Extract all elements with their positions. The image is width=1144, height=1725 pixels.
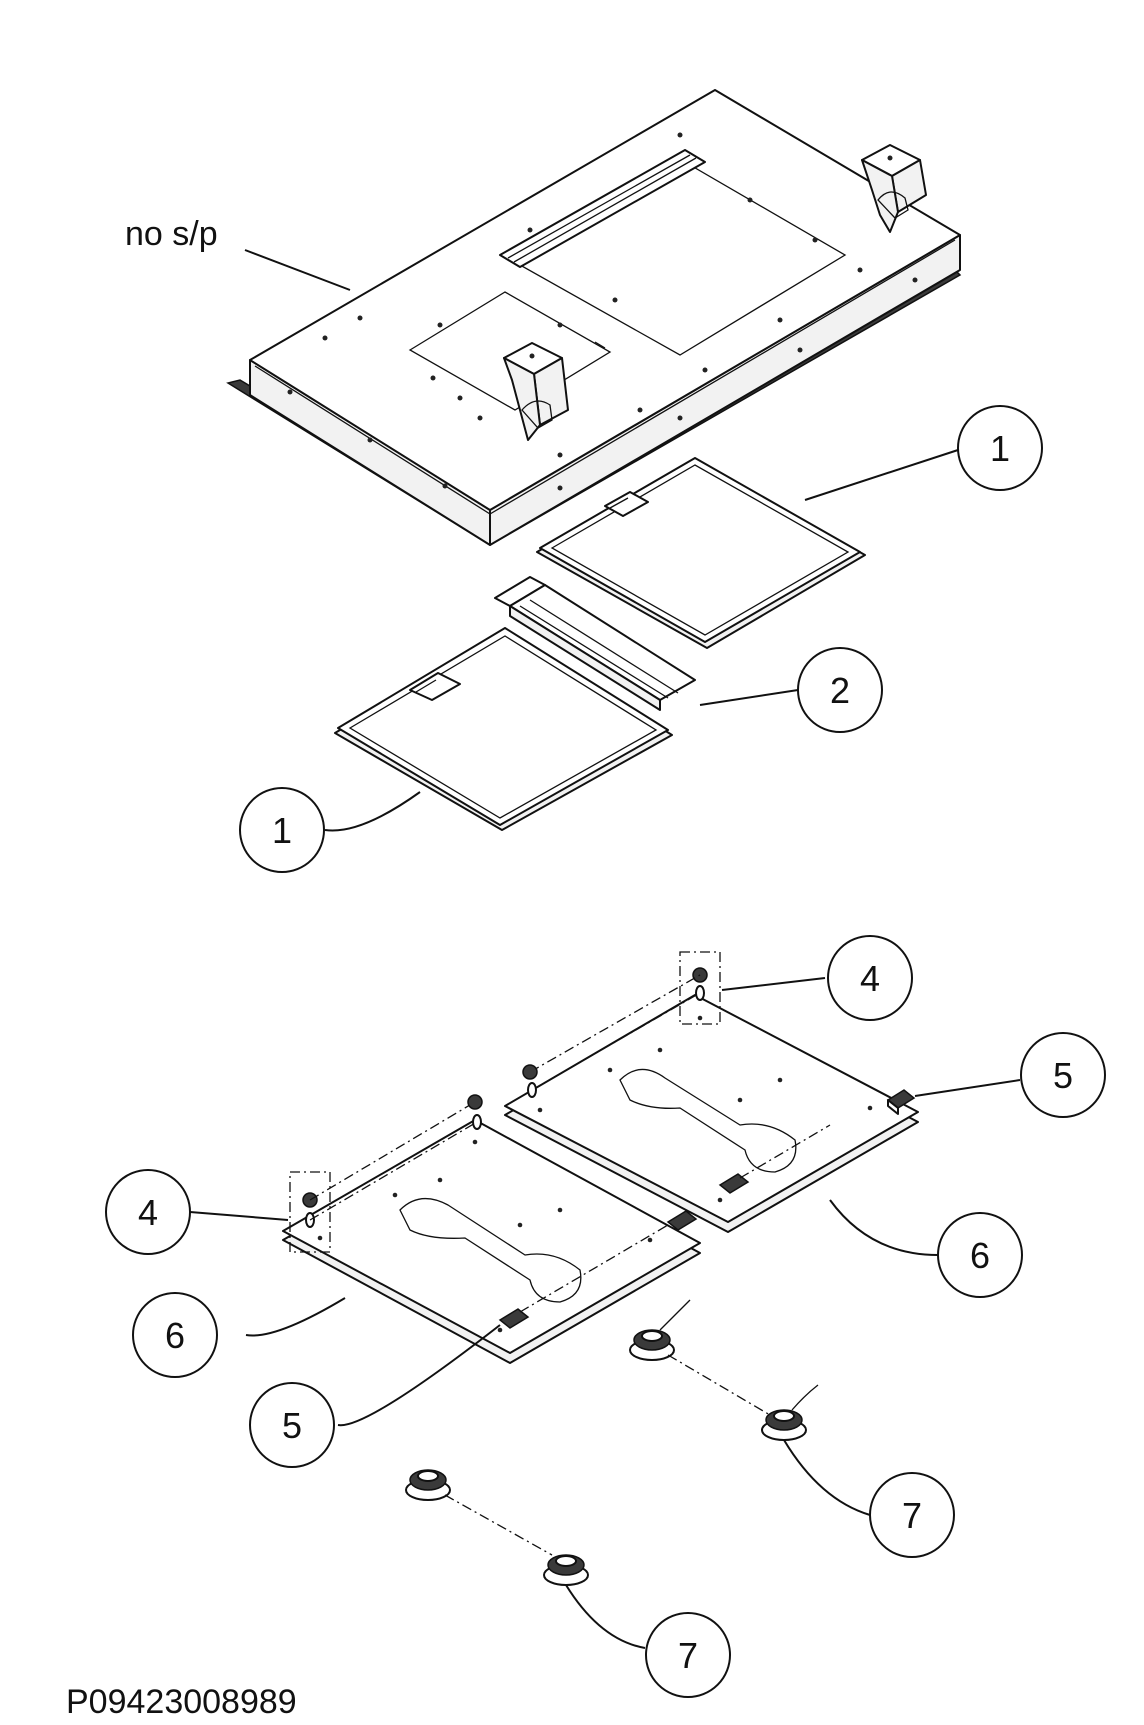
callout-filter-top: 1 <box>957 405 1043 491</box>
callout-lamp-left: 7 <box>645 1612 731 1698</box>
mounting-bracket-right <box>861 144 927 233</box>
leader-filter-bottom <box>324 791 421 832</box>
connector-left <box>498 1224 669 1329</box>
fixing-group-right <box>522 951 721 1098</box>
mounting-bracket-left <box>503 342 569 441</box>
callout-lamp-left-label: 7 <box>678 1635 698 1676</box>
lamp-right-dashline <box>667 1354 771 1416</box>
callout-fixing-right-label: 4 <box>860 958 880 999</box>
lamp-left-dashline <box>444 1494 553 1556</box>
lamp-left-upper <box>405 1469 451 1501</box>
leader-panel-left <box>245 1297 346 1337</box>
lamp-left-lower <box>543 1554 589 1586</box>
callout-connector-right-label: 5 <box>1053 1055 1073 1096</box>
leader-connector-right <box>914 1079 1021 1097</box>
callout-filter-bottom-label: 1 <box>272 810 292 851</box>
callout-connector-left-label: 5 <box>282 1405 302 1446</box>
leader-filter-top <box>804 449 959 501</box>
callout-panel-right: 6 <box>937 1212 1023 1298</box>
callout-filter-top-label: 1 <box>990 428 1010 469</box>
callout-fixing-left-label: 4 <box>138 1192 158 1233</box>
leader-panel-right <box>829 1199 939 1256</box>
lamp-right-upper <box>629 1299 691 1361</box>
no-sp-leader <box>244 249 351 291</box>
no-sp-label: no s/p <box>125 215 218 253</box>
callout-fixing-right: 4 <box>827 935 913 1021</box>
callout-filter-bottom: 1 <box>239 787 325 873</box>
lamp-right-lower <box>761 1384 819 1441</box>
leader-connector-left <box>337 1324 501 1427</box>
fixing-group-left <box>289 1094 483 1253</box>
callout-connector-right: 5 <box>1020 1032 1106 1118</box>
callout-channel: 2 <box>797 647 883 733</box>
callout-panel-left: 6 <box>132 1292 218 1378</box>
leader-fixing-right <box>721 977 826 991</box>
callout-panel-right-label: 6 <box>970 1235 990 1276</box>
callout-lamp-right: 7 <box>869 1472 955 1558</box>
callout-fixing-left: 4 <box>105 1169 191 1255</box>
connector-center <box>666 1210 698 1231</box>
callout-channel-label: 2 <box>830 670 850 711</box>
callout-connector-left: 5 <box>249 1382 335 1468</box>
hood-body <box>226 89 962 546</box>
part-code: P09423008989 <box>66 1683 297 1721</box>
leader-channel <box>699 689 799 706</box>
leader-lamp-right <box>783 1439 871 1516</box>
callout-panel-left-label: 6 <box>165 1315 185 1356</box>
filter-channel <box>494 576 696 711</box>
grease-filter-top <box>536 457 866 649</box>
leader-lamp-left <box>565 1584 646 1649</box>
connector-right-top <box>886 1089 916 1115</box>
callout-lamp-right-label: 7 <box>902 1495 922 1536</box>
leader-fixing-left <box>189 1211 289 1221</box>
light-panel-left <box>282 1119 701 1364</box>
connector-right-mid <box>718 1124 831 1194</box>
grease-filter-bottom <box>334 627 673 831</box>
